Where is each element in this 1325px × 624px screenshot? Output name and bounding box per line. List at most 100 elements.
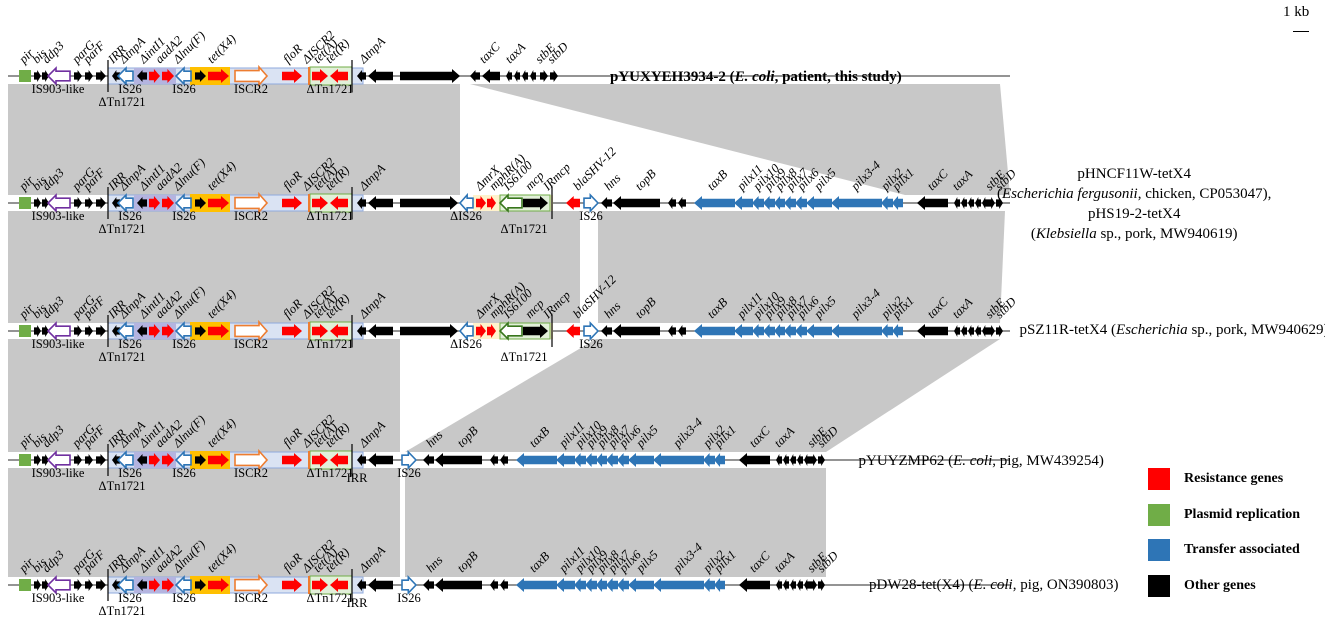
mrx-gene bbox=[476, 324, 486, 338]
pilx6-gene bbox=[617, 453, 629, 467]
label-text: , chicken, CP053047), bbox=[1137, 186, 1272, 202]
tn1721-label: ΔTn1721 bbox=[307, 82, 354, 96]
orf-gene bbox=[776, 579, 782, 591]
orf-gene bbox=[522, 70, 528, 82]
is903-like-label: IS903-like bbox=[32, 82, 85, 96]
tn1721-label: ΔTn1721 bbox=[99, 222, 146, 236]
label-text: ( bbox=[1030, 226, 1036, 242]
orf-gene bbox=[357, 325, 366, 337]
tnpA-gene bbox=[368, 196, 393, 210]
taxB-gene bbox=[516, 453, 557, 467]
orf-gene bbox=[668, 325, 676, 337]
floR-gene bbox=[282, 324, 302, 338]
orf-gene bbox=[195, 454, 206, 466]
ddp3-gene bbox=[42, 70, 49, 82]
homology-block bbox=[470, 84, 1010, 195]
bis-gene bbox=[34, 197, 41, 209]
tn1721-label: ΔTn1721 bbox=[99, 95, 146, 109]
gene-label: ΔtnpA bbox=[356, 34, 389, 67]
taxC-gene bbox=[739, 578, 770, 592]
is26-label: ΔIS26 bbox=[450, 209, 482, 223]
tetR-gene bbox=[330, 69, 348, 83]
pilx5-gene bbox=[628, 453, 654, 467]
tetX4-gene bbox=[208, 196, 229, 210]
label-text: ( bbox=[997, 186, 1002, 202]
plasmid-label-line: (Klebsiella sp., pork, MW940619) bbox=[997, 224, 1271, 244]
tetR-gene bbox=[330, 453, 348, 467]
tn1721-label: ΔTn1721 bbox=[501, 222, 548, 236]
parG-gene bbox=[74, 454, 82, 466]
pilx5-gene bbox=[806, 196, 832, 210]
mphR-gene bbox=[487, 324, 496, 338]
is26-element bbox=[116, 450, 134, 470]
pilx8-gene bbox=[596, 453, 607, 467]
legend-swatch-transfer bbox=[1148, 539, 1170, 561]
orf-gene bbox=[678, 325, 686, 337]
orf-gene bbox=[490, 579, 498, 591]
pilx2-gene bbox=[703, 578, 715, 592]
is26-element bbox=[401, 575, 418, 595]
plasmid-label-line: pYUYZMP62 (E. coli, pig, MW439254) bbox=[859, 451, 1104, 471]
tetA-gene bbox=[312, 196, 328, 210]
blaSHV12-gene bbox=[566, 196, 580, 210]
hns-gene bbox=[601, 197, 612, 209]
pir-gene bbox=[19, 454, 31, 466]
label-text: pHS19-2-tetX4 bbox=[1087, 206, 1181, 222]
orf-gene bbox=[195, 70, 206, 82]
orf-gene bbox=[804, 579, 810, 591]
mrx-gene bbox=[476, 196, 486, 210]
orf-gene bbox=[776, 454, 782, 466]
pilx7-gene bbox=[784, 324, 796, 338]
orf-gene bbox=[797, 579, 803, 591]
tetR-gene bbox=[330, 578, 348, 592]
orf-gene bbox=[96, 325, 106, 337]
orf-gene bbox=[195, 197, 206, 209]
plasmid-label-line: pHNCF11W-tetX4 bbox=[997, 164, 1271, 184]
intI1-gene bbox=[137, 579, 147, 591]
label-text: E. coli bbox=[953, 453, 993, 469]
iscr2-element bbox=[234, 64, 269, 88]
tnpA-gene bbox=[112, 70, 120, 82]
parF-gene bbox=[85, 454, 93, 466]
ddp3-gene bbox=[42, 325, 49, 337]
taxC-gene bbox=[739, 453, 770, 467]
is26-element bbox=[174, 66, 192, 86]
mcp-gene bbox=[523, 196, 548, 210]
legend-swatch-replication bbox=[1148, 503, 1170, 526]
pilx11-gene bbox=[556, 453, 575, 467]
orf-gene bbox=[400, 324, 458, 338]
legend-item-replication: Plasmid replication bbox=[1148, 503, 1300, 540]
legend-item-other: Other genes bbox=[1148, 574, 1300, 611]
orf-gene bbox=[961, 197, 967, 209]
ddp3-gene bbox=[42, 579, 49, 591]
orf-gene bbox=[195, 325, 206, 337]
is903-like-element bbox=[46, 66, 71, 86]
tetA-gene bbox=[312, 324, 328, 338]
plasmid-label-2: pHNCF11W-tetX4(Escherichia fergusonii, c… bbox=[997, 164, 1271, 244]
iscr2-element bbox=[234, 319, 269, 343]
gene-label: taxB bbox=[704, 167, 730, 193]
pir-gene bbox=[19, 197, 31, 209]
pilx7-gene bbox=[606, 453, 618, 467]
tetX4-gene bbox=[208, 453, 229, 467]
is903-like-element bbox=[46, 450, 71, 470]
taxC-gene bbox=[470, 70, 480, 82]
homology-block bbox=[8, 468, 400, 577]
label-text: pYUYZMP62 ( bbox=[858, 453, 954, 469]
gene-label: taxC bbox=[476, 39, 503, 66]
orf-gene bbox=[506, 70, 512, 82]
is903-like-element bbox=[46, 193, 71, 213]
iscr2-element bbox=[234, 573, 269, 597]
label-text: , patient, this study) bbox=[774, 69, 902, 85]
topB-gene bbox=[435, 578, 482, 592]
is26-element bbox=[174, 575, 192, 595]
parG-gene bbox=[74, 579, 82, 591]
stbD-gene bbox=[996, 197, 1003, 209]
pilx6-gene bbox=[617, 578, 629, 592]
label-text: Klebsiella bbox=[1035, 226, 1097, 242]
pilx1-gene bbox=[714, 578, 725, 592]
homology-block bbox=[405, 468, 826, 577]
is903-like-label: IS903-like bbox=[32, 466, 85, 480]
label-text: E. coli bbox=[734, 69, 775, 85]
